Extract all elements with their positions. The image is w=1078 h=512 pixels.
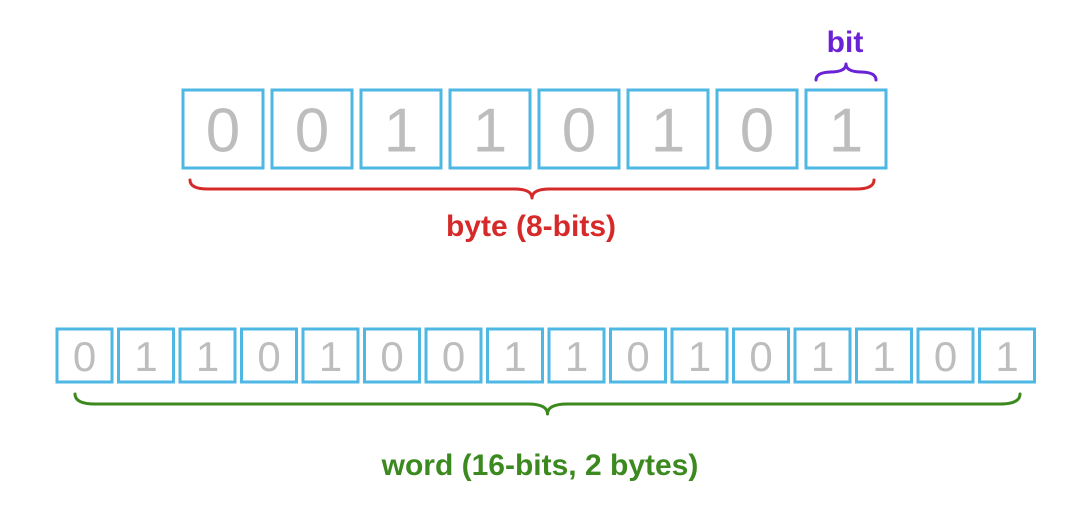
word-cell: 0	[240, 327, 298, 384]
byte-cell-box	[359, 88, 443, 170]
byte-cell: 0	[181, 88, 265, 170]
word-cell-box	[240, 327, 298, 384]
word-bit-value: 0	[73, 333, 96, 380]
bit-brace	[814, 62, 878, 82]
word-cell-box	[486, 327, 544, 384]
word-bit-value: 0	[749, 333, 772, 380]
byte-cell-box	[270, 88, 354, 170]
byte-bit-value: 1	[384, 97, 418, 166]
byte-cell: 0	[715, 88, 799, 170]
byte-bit-value: 0	[740, 97, 774, 166]
byte-bit-value: 1	[829, 97, 863, 166]
word-cell-box	[793, 327, 852, 384]
word-cell: 0	[609, 327, 667, 384]
word-cell-box	[117, 327, 175, 384]
word-cell: 0	[55, 327, 114, 384]
bit-label: bit	[827, 26, 864, 59]
word-bit-value: 1	[565, 333, 588, 380]
word-cell-box	[855, 327, 913, 384]
byte-cell-box	[537, 88, 621, 170]
byte-cell-box	[804, 88, 888, 170]
word-bit-value: 0	[442, 333, 465, 380]
word-cell: 0	[916, 327, 975, 384]
byte-brace	[188, 178, 876, 200]
word-cell: 1	[301, 327, 360, 384]
byte-bit-value: 1	[651, 97, 685, 166]
word-bit-value: 1	[503, 333, 526, 380]
word-cell: 1	[670, 327, 729, 384]
word-cell: 1	[793, 327, 852, 384]
word-bit-value: 1	[196, 333, 219, 380]
word-bit-value: 1	[134, 333, 157, 380]
word-label: word (16-bits, 2 bytes)	[381, 449, 699, 482]
word-cell: 1	[978, 327, 1036, 384]
word-cell-box	[916, 327, 975, 384]
word-bit-value: 0	[934, 333, 957, 380]
word-cell: 1	[117, 327, 175, 384]
word-cell-box	[609, 327, 667, 384]
byte-bit-value: 0	[295, 97, 329, 166]
word-bit-value: 0	[257, 333, 280, 380]
word-bit-value: 1	[811, 333, 834, 380]
word-cell: 0	[363, 327, 421, 384]
word-cell: 0	[732, 327, 790, 384]
byte-cell: 1	[359, 88, 443, 170]
byte-cell-box	[626, 88, 710, 170]
word-bit-value: 1	[872, 333, 895, 380]
byte-cell: 1	[804, 88, 888, 170]
word-cell: 1	[855, 327, 913, 384]
byte-cell: 1	[626, 88, 710, 170]
byte-cell: 0	[270, 88, 354, 170]
word-cell-box	[547, 327, 606, 384]
byte-label: byte (8-bits)	[446, 210, 616, 243]
word-cell-box	[978, 327, 1036, 384]
byte-cell-box	[448, 88, 532, 170]
word-cell-box	[363, 327, 421, 384]
word-cell-box	[55, 327, 114, 384]
byte-cell-box	[181, 88, 265, 170]
word-brace	[73, 392, 1022, 416]
byte-cell: 1	[448, 88, 532, 170]
byte-cell: 0	[537, 88, 621, 170]
byte-bit-value: 1	[473, 97, 507, 166]
byte-cell-box	[715, 88, 799, 170]
word-cell: 1	[486, 327, 544, 384]
word-cell: 1	[547, 327, 606, 384]
word-cell-box	[732, 327, 790, 384]
word-cell: 1	[178, 327, 237, 384]
word-bit-value: 0	[380, 333, 403, 380]
word-bit-value: 1	[995, 333, 1018, 380]
word-cell-box	[178, 327, 237, 384]
byte-bit-value: 0	[206, 97, 240, 166]
byte-bit-value: 0	[562, 97, 596, 166]
word-bit-value: 1	[319, 333, 342, 380]
word-cell-box	[301, 327, 360, 384]
word-bit-value: 0	[626, 333, 649, 380]
word-bit-value: 1	[688, 333, 711, 380]
word-cell-box	[424, 327, 483, 384]
word-cell-box	[670, 327, 729, 384]
word-cell: 0	[424, 327, 483, 384]
